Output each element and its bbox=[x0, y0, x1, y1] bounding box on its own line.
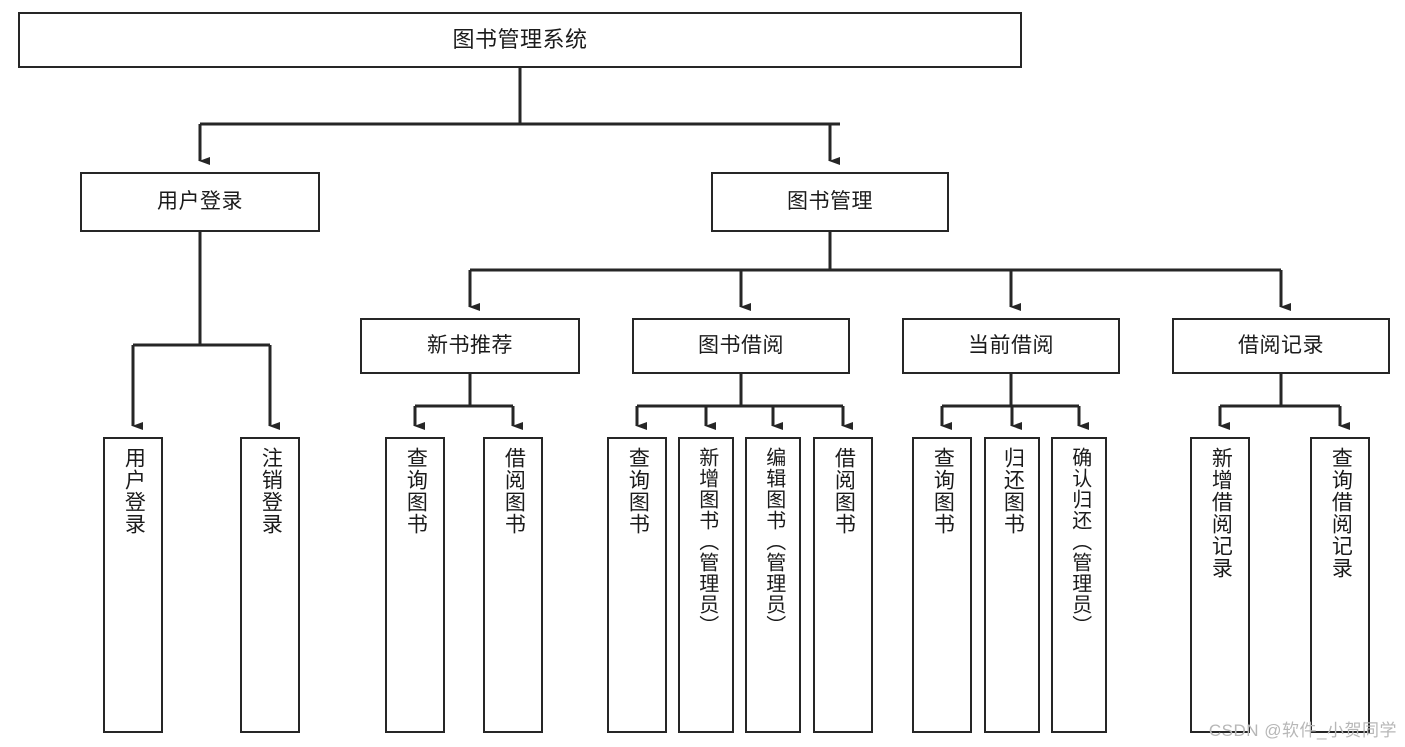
leaf-query-book-recommend[interactable]: 查询图书 bbox=[385, 437, 445, 733]
leaf-return-book[interactable]: 归还图书 bbox=[984, 437, 1040, 733]
leaf-borrow-book-label: 借阅图书 bbox=[832, 447, 856, 535]
leaf-logout[interactable]: 注销登录 bbox=[240, 437, 300, 733]
leaf-borrow-book-recommend-label: 借阅图书 bbox=[502, 447, 526, 535]
leaf-query-borrow-record[interactable]: 查询借阅记录 bbox=[1310, 437, 1370, 733]
watermark-text: CSDN @软件_小贺同学 bbox=[1208, 721, 1397, 740]
node-book-management[interactable]: 图书管理 bbox=[711, 172, 949, 232]
leaf-query-book-current-label: 查询图书 bbox=[931, 447, 955, 535]
leaf-user-login-label: 用户登录 bbox=[122, 447, 146, 535]
node-user-login[interactable]: 用户登录 bbox=[80, 172, 320, 232]
leaf-edit-book-admin-label: 编辑图书（管理员） bbox=[762, 447, 785, 636]
node-borrow-record-label: 借阅记录 bbox=[1238, 333, 1324, 357]
node-user-login-label: 用户登录 bbox=[157, 189, 243, 213]
node-new-book-recommend-label: 新书推荐 bbox=[427, 333, 513, 357]
leaf-edit-book-admin[interactable]: 编辑图书（管理员） bbox=[745, 437, 801, 733]
node-book-management-label: 图书管理 bbox=[787, 189, 873, 213]
leaf-query-book-recommend-label: 查询图书 bbox=[404, 447, 428, 535]
node-book-borrow[interactable]: 图书借阅 bbox=[632, 318, 850, 374]
leaf-add-book-admin-label: 新增图书（管理员） bbox=[695, 447, 718, 636]
leaf-borrow-book-recommend[interactable]: 借阅图书 bbox=[483, 437, 543, 733]
leaf-query-borrow-record-label: 查询借阅记录 bbox=[1329, 447, 1353, 579]
node-current-borrow-label: 当前借阅 bbox=[968, 333, 1054, 357]
node-new-book-recommend[interactable]: 新书推荐 bbox=[360, 318, 580, 374]
leaf-add-borrow-record-label: 新增借阅记录 bbox=[1209, 447, 1233, 579]
leaf-add-borrow-record[interactable]: 新增借阅记录 bbox=[1190, 437, 1250, 733]
node-root-label: 图书管理系统 bbox=[452, 27, 588, 53]
leaf-return-book-label: 归还图书 bbox=[1001, 447, 1025, 535]
node-current-borrow[interactable]: 当前借阅 bbox=[902, 318, 1120, 374]
leaf-query-book-borrow-label: 查询图书 bbox=[626, 447, 650, 535]
node-root[interactable]: 图书管理系统 bbox=[18, 12, 1022, 68]
leaf-user-login[interactable]: 用户登录 bbox=[103, 437, 163, 733]
leaf-confirm-return-admin[interactable]: 确认归还（管理员） bbox=[1051, 437, 1107, 733]
leaf-borrow-book[interactable]: 借阅图书 bbox=[813, 437, 873, 733]
leaf-add-book-admin[interactable]: 新增图书（管理员） bbox=[678, 437, 734, 733]
node-borrow-record[interactable]: 借阅记录 bbox=[1172, 318, 1390, 374]
leaf-confirm-return-admin-label: 确认归还（管理员） bbox=[1068, 447, 1091, 636]
leaf-logout-label: 注销登录 bbox=[259, 447, 283, 535]
leaf-query-book-borrow[interactable]: 查询图书 bbox=[607, 437, 667, 733]
node-book-borrow-label: 图书借阅 bbox=[698, 333, 784, 357]
leaf-query-book-current[interactable]: 查询图书 bbox=[912, 437, 972, 733]
